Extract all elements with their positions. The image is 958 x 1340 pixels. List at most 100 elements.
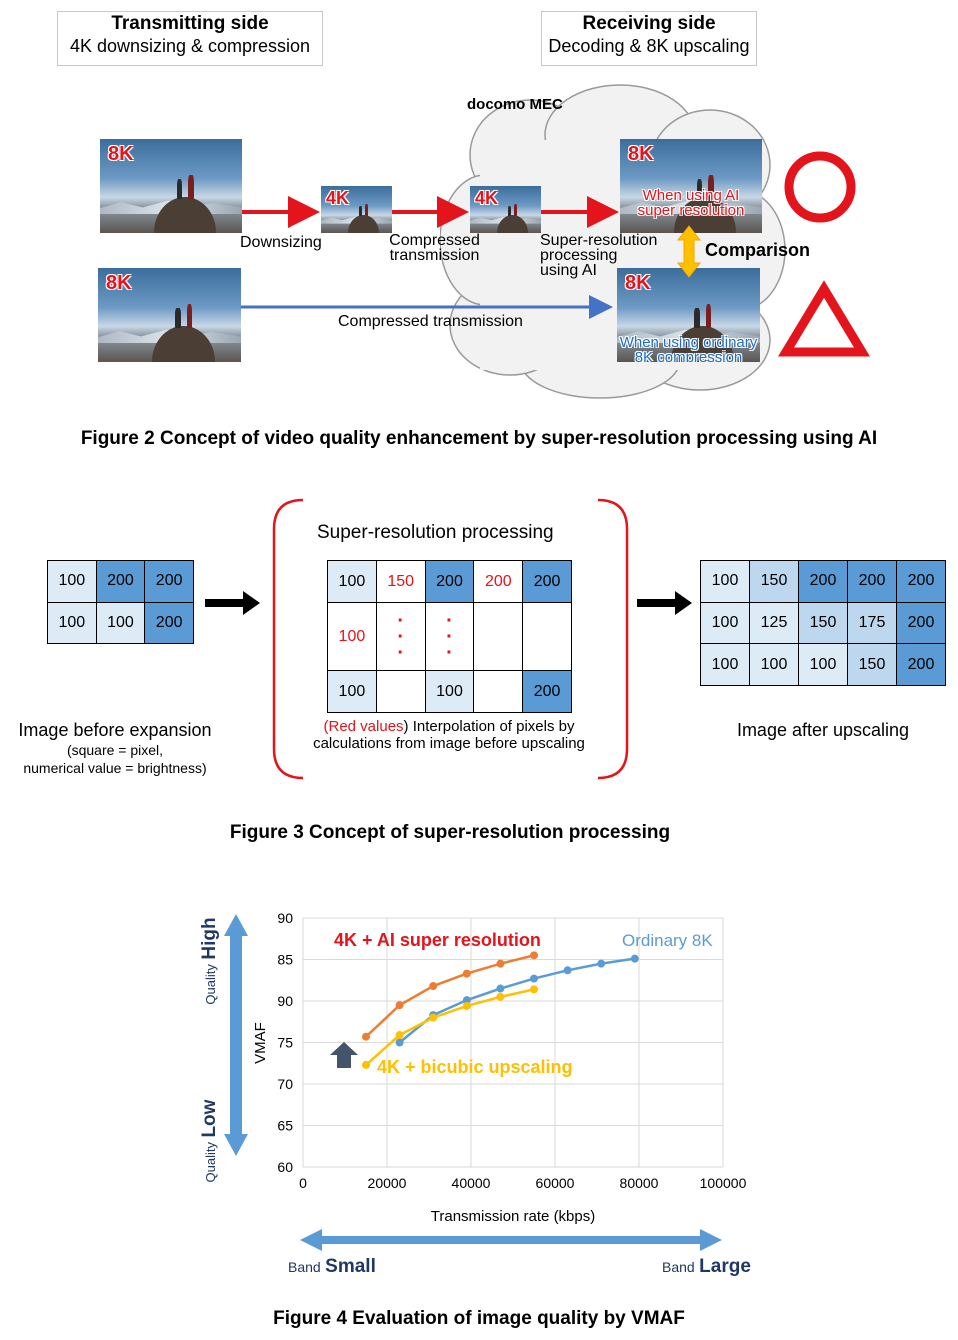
data-point — [429, 982, 438, 991]
photo-8k-source-top: 8K — [100, 139, 242, 233]
paren-close: ) — [403, 718, 409, 735]
badge-8k: 8K — [625, 272, 651, 294]
grid-cell-interpolated: 200 — [473, 560, 524, 603]
improvement-arrow-icon — [330, 1042, 358, 1068]
photo-4k-received: 4K — [470, 186, 541, 233]
x-tick-label: 80000 — [620, 1175, 659, 1191]
grid-cell: 200 — [896, 560, 946, 603]
grid-cell: 100 — [47, 560, 97, 603]
grid-cell: 100 — [700, 643, 750, 686]
grid-cell: 200 — [522, 670, 572, 713]
x-axis-label: Transmission rate (kbps) — [431, 1208, 596, 1225]
data-point — [462, 996, 471, 1005]
grid-cell: 200 — [798, 560, 848, 603]
grid-cell: 100 — [47, 601, 97, 644]
badge-4k: 4K — [326, 188, 350, 208]
quality-arrow — [224, 914, 248, 1156]
dot: · — [397, 625, 405, 648]
y-tick-label: 90 — [277, 993, 293, 1009]
ordinary-result-caption: When using ordinary 8K compression — [619, 334, 758, 362]
grid-cell: 200 — [144, 601, 194, 644]
x-tick-label: 100000 — [700, 1175, 747, 1191]
grid-cell: 200 — [95, 560, 146, 603]
compressed-transmission-bottom-label: Compressed transmission — [338, 313, 523, 330]
receiving-side-title: Receiving side — [582, 13, 716, 34]
series-label-bicubic: 4K + bicubic upscaling — [377, 1057, 573, 1077]
downsizing-label: Downsizing — [240, 234, 322, 251]
y-tick-label: 90 — [277, 910, 293, 926]
data-point — [462, 969, 471, 978]
receiving-side-subtitle: Decoding & 8K upscaling — [548, 36, 750, 56]
chart-series — [362, 951, 639, 1069]
interp-text-2: calculations from image before upscaling — [313, 735, 585, 752]
photo-4k-downsized: 4K — [321, 186, 392, 233]
paren-open: ( — [323, 718, 329, 735]
photo-8k-source-bottom: 8K — [98, 268, 241, 362]
flow-arrows — [241, 151, 870, 357]
figure-3-caption: Figure 3 Concept of super-resolution pro… — [229, 822, 671, 843]
grid-cell — [522, 602, 572, 671]
grid-cell: 200 — [896, 643, 946, 686]
data-point — [429, 1013, 438, 1022]
comparison-label: Comparison — [705, 240, 811, 260]
series-line — [398, 957, 635, 1044]
band-arrow — [300, 1229, 722, 1251]
x-tick-label: 40000 — [452, 1175, 491, 1191]
grid-cell: 100 — [798, 643, 848, 686]
grid-cell: 200 — [847, 560, 897, 603]
badge-8k: 8K — [628, 143, 654, 165]
data-point — [597, 959, 606, 968]
band-small-label: Band Small — [288, 1256, 376, 1278]
sr-title: Super-resolution processing — [317, 522, 554, 543]
grid-cell: 200 — [424, 560, 475, 603]
transmitting-side-subtitle: 4K downsizing & compression — [69, 36, 311, 56]
dot: · — [397, 641, 405, 664]
x-tick-label: 60000 — [536, 1175, 575, 1191]
badge-8k: 8K — [106, 272, 132, 294]
dot: · — [446, 641, 453, 664]
band-word: Band — [662, 1259, 695, 1275]
band-large-label: Band Large — [662, 1256, 751, 1278]
dot: · — [446, 625, 453, 648]
receiving-side-box: Receiving side Decoding & 8K upscaling — [541, 11, 757, 66]
high-word: High — [199, 917, 220, 960]
grid-cell-interpolated: 150 — [375, 560, 426, 603]
super-resolution-label: Super-resolution processing using AI — [540, 232, 658, 279]
transmitting-side-box: Transmitting side 4K downsizing & compre… — [57, 11, 323, 66]
grid-cell: 100 — [95, 601, 146, 644]
red-values-label: Red values — [328, 718, 404, 735]
y-tick-label: 65 — [277, 1118, 293, 1134]
grid-cell: 100 — [424, 670, 475, 713]
series-label-ordinary: Ordinary 8K — [622, 931, 713, 950]
sr-bracket — [272, 498, 629, 780]
y-tick-label: 70 — [277, 1076, 293, 1092]
y-tick-label: 75 — [277, 1035, 293, 1051]
interpolation-note: (Red values) Interpolation of pixels by … — [290, 718, 608, 752]
photo-8k-ordinary-result: 8K When using ordinary 8K compression — [617, 268, 760, 362]
band-word: Band — [288, 1259, 321, 1275]
data-point — [530, 974, 538, 983]
data-point — [496, 984, 505, 993]
data-point — [530, 985, 538, 994]
y-axis-label: VMAF — [252, 1022, 269, 1064]
transmitting-side-title: Transmitting side — [111, 13, 269, 34]
x-tick-label: 20000 — [368, 1175, 407, 1191]
grid-cell: 100 — [700, 560, 750, 603]
data-point — [362, 1032, 370, 1041]
large-word: Large — [699, 1256, 751, 1277]
grid-after: 100 150 200 200 200 100 125 150 175 200 … — [700, 560, 946, 686]
grid-cell-interpolated: 100 — [327, 602, 377, 671]
small-word: Small — [325, 1256, 376, 1277]
grid-cell: 150 — [749, 560, 799, 603]
after-label: Image after upscaling — [736, 720, 910, 740]
quality-word: Quality — [203, 1142, 218, 1183]
low-word: Low — [199, 1099, 220, 1138]
grid-cell-dots: ··· — [424, 602, 475, 671]
before-note-1: (square = pixel, — [66, 742, 164, 758]
compressed-transmission-label: Compressed transmission — [389, 232, 480, 264]
data-point — [630, 954, 639, 963]
before-note-2: numerical value = brightness) — [23, 760, 207, 776]
arrow-right-icon — [637, 591, 692, 615]
grid-cell — [375, 670, 426, 713]
